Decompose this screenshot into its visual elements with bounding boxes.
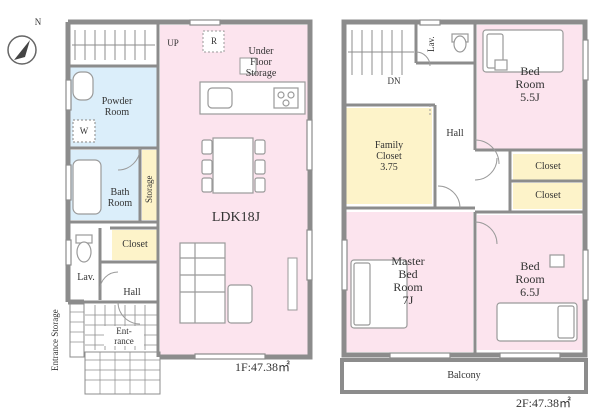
hall1-area <box>100 262 158 302</box>
under-floor-storage-label: Under Floor Storage <box>245 46 277 79</box>
lav1-label: Lav. <box>77 272 95 283</box>
closet-b-label: Closet <box>535 190 561 201</box>
floor2-interior-walls <box>344 22 585 355</box>
compass <box>7 35 37 65</box>
storage1-area <box>142 150 158 220</box>
balcony-label: Balcony <box>447 370 481 381</box>
storage-label: Storage <box>144 175 154 203</box>
hall2-label: Hall <box>446 128 464 139</box>
floor2-doors <box>415 51 500 245</box>
hall1-label: Hall <box>123 287 141 298</box>
compass-needle <box>14 40 30 60</box>
dining-table <box>201 137 266 194</box>
bath-room-label: Bath Room <box>107 187 133 209</box>
balcony-area <box>340 358 588 394</box>
closet-label: Closet <box>122 239 148 250</box>
up-label: UP <box>167 38 179 48</box>
closet-a-label: Closet <box>535 161 561 172</box>
porch <box>84 351 161 395</box>
toilet2 <box>451 33 469 53</box>
closet-b-area <box>513 183 582 209</box>
bathtub <box>72 159 102 215</box>
entrance-label: Ent- rance <box>104 326 144 346</box>
sofa <box>179 242 253 324</box>
bed-a <box>482 29 564 73</box>
floor2-area-label: 2F:47.38㎡ <box>516 396 572 410</box>
dn-label: DN <box>387 76 401 86</box>
floor1-interior-walls <box>68 22 160 357</box>
stair2-lines <box>348 30 414 75</box>
compass-north-label: N <box>34 17 42 27</box>
ldk-label: LDK18J <box>211 210 261 225</box>
floor2-walls <box>341 19 588 358</box>
floor2-plan <box>340 19 589 394</box>
floor1-plan <box>65 19 313 395</box>
lav2-label: Lav. <box>426 36 436 52</box>
powder-room-label: Powder Room <box>101 96 133 118</box>
bed-b <box>496 254 578 342</box>
refrigerator-label: R <box>210 36 217 46</box>
closet1-area <box>112 230 158 260</box>
refrigerator <box>202 30 225 53</box>
washer-label: W <box>79 126 89 136</box>
floor1-windows <box>65 19 313 360</box>
master-bed <box>350 259 408 329</box>
stair1-lines <box>72 30 155 60</box>
family-closet-area <box>346 108 432 204</box>
floor1-area-label: 1F:47.38㎡ <box>235 360 291 374</box>
closet-a-area <box>513 154 582 180</box>
bedroom-b-label: Bed Room 6.5J <box>515 259 545 299</box>
master-bedroom-label: Master Bed Room 7J <box>391 254 425 307</box>
tv-unit <box>287 257 298 311</box>
kitchen-counter <box>199 81 306 115</box>
floor2-windows <box>341 19 589 359</box>
under-floor-storage-box <box>239 57 257 75</box>
entrance-storage-label: Entrance Storage <box>50 309 60 371</box>
toilet1 <box>75 234 93 263</box>
powder-room-fixtures <box>72 71 96 143</box>
entrance-storage-area <box>69 301 85 358</box>
bedroom-a-label: Bed Room 5.5J <box>515 64 545 104</box>
family-closet-label: Family Closet 3.75 <box>374 140 404 173</box>
floor1-doors <box>99 147 141 325</box>
